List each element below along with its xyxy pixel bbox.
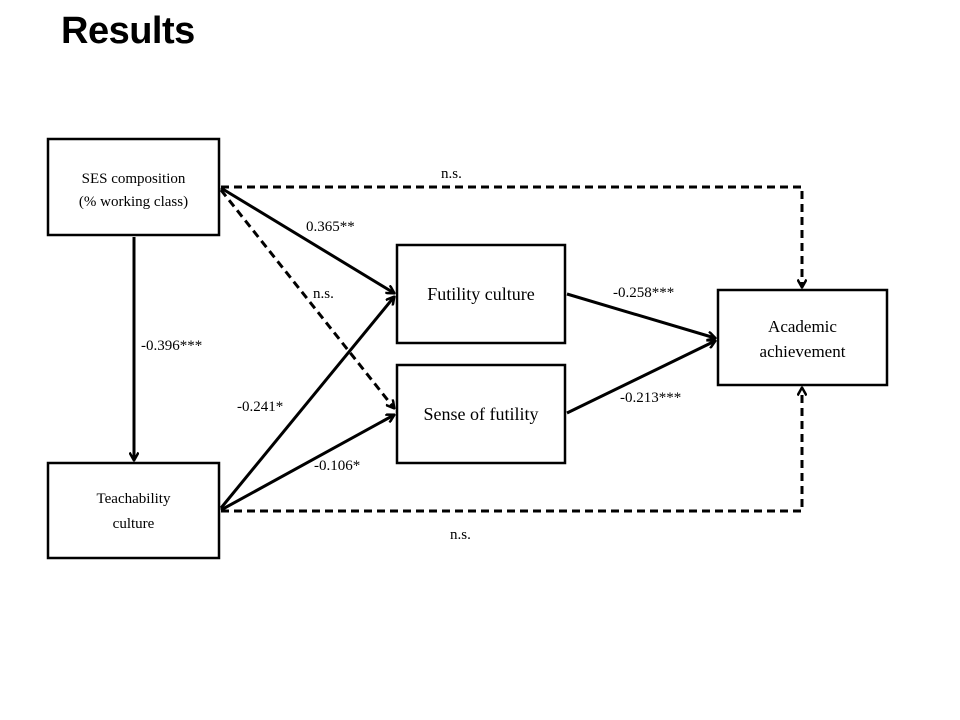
ses-composition-box: SES composition (% working class) bbox=[46, 137, 221, 237]
arrow-sense-of-futility-to-academic-achievement bbox=[566, 341, 715, 415]
futility-culture-box: Futility culture bbox=[395, 243, 567, 345]
arrow-futility-culture-to-academic-achievement bbox=[566, 292, 715, 338]
academic-achievement-sublabel: achievement bbox=[760, 342, 846, 361]
coef-teachability-to-sense-of-futility: -0.106* bbox=[314, 458, 360, 474]
academic-achievement-label: Academic bbox=[768, 317, 837, 336]
teachability-culture-label: Teachability bbox=[97, 491, 171, 507]
ses-composition-sublabel: (% working class) bbox=[79, 194, 188, 210]
coef-teachability-to-futility-culture: -0.241* bbox=[237, 399, 283, 415]
arrow-ses-to-sense-of-futility bbox=[219, 189, 394, 408]
coef-ses-to-teachability: -0.396*** bbox=[141, 338, 202, 354]
futility-culture-label: Futility culture bbox=[427, 284, 535, 304]
arrow-teachability-to-academic-achievement bbox=[221, 388, 802, 513]
arrow-teachability-to-sense-of-futility bbox=[220, 415, 394, 512]
sense-of-futility-label: Sense of futility bbox=[424, 404, 539, 424]
slide-title: Results bbox=[61, 10, 195, 52]
academic-achievement-box: Academic achievement bbox=[716, 288, 889, 387]
teachability-culture-box: Teachability culture bbox=[46, 461, 221, 560]
coef-ses-to-sense-of-futility: n.s. bbox=[313, 286, 334, 302]
arrow-teachability-to-futility-culture bbox=[219, 297, 394, 509]
coef-sense-of-futility-to-academic-achievement: -0.213*** bbox=[620, 390, 681, 406]
teachability-culture-sublabel: culture bbox=[113, 516, 155, 532]
ses-composition-label: SES composition bbox=[82, 171, 186, 187]
coef-futility-culture-to-academic-achievement: -0.258*** bbox=[613, 285, 674, 301]
coef-ses-to-academic-achievement: n.s. bbox=[441, 166, 462, 182]
sense-of-futility-box: Sense of futility bbox=[395, 363, 567, 465]
arrow-ses-to-futility-culture bbox=[220, 186, 394, 293]
coef-ses-to-futility-culture: 0.365** bbox=[306, 219, 355, 235]
coef-teachability-to-academic-achievement: n.s. bbox=[450, 527, 471, 543]
